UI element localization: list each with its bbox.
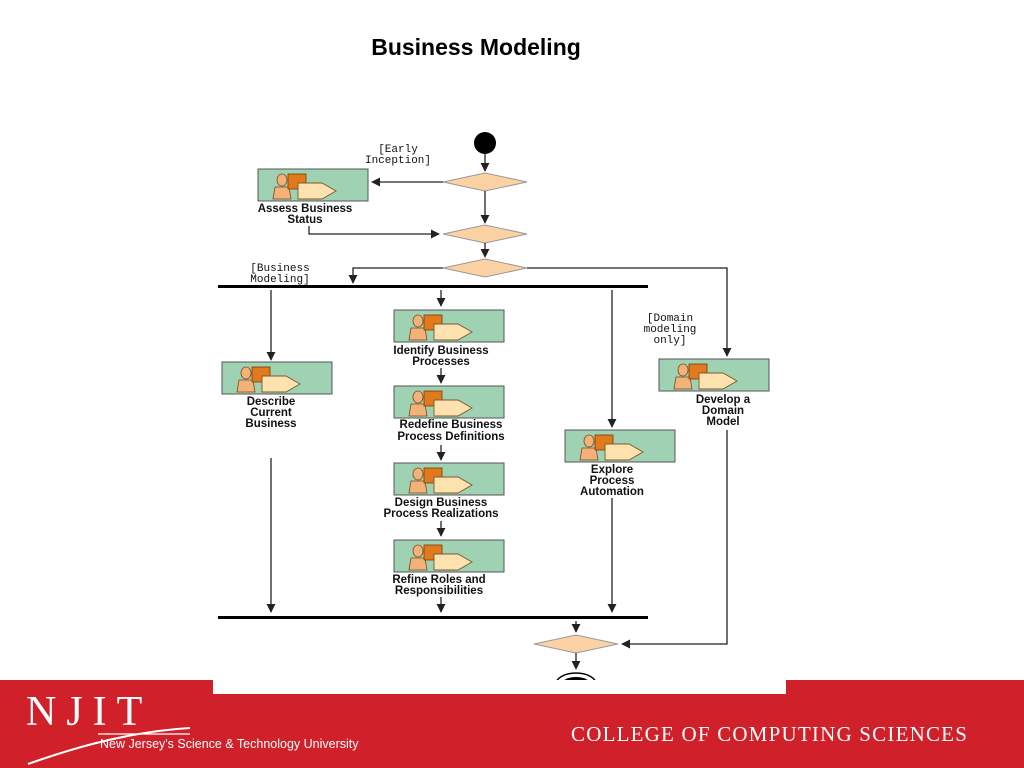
explore-activity-icon bbox=[564, 429, 676, 463]
slide-title: Business Modeling bbox=[371, 34, 581, 60]
college-name: COLLEGE OF COMPUTING SCIENCES bbox=[571, 722, 969, 746]
activity-design-line2: Process Realizations bbox=[383, 508, 498, 520]
develop-activity-icon bbox=[658, 358, 770, 392]
merge-diamond bbox=[442, 224, 528, 244]
footer-notch bbox=[213, 680, 786, 694]
activity-assess-line1: Assess Business bbox=[258, 203, 353, 215]
njit-logo: NJIT bbox=[26, 689, 153, 735]
assess-activity-icon bbox=[257, 168, 369, 202]
activity-explore-line2: Process bbox=[590, 475, 635, 487]
activity-redefine-line1: Redefine Business bbox=[400, 419, 503, 431]
decision-diamond-early bbox=[442, 172, 528, 192]
activity-develop-line1: Develop a bbox=[696, 394, 751, 406]
guard-business-line1: [Business bbox=[250, 263, 309, 275]
guard-early-line2: Inception] bbox=[365, 155, 431, 167]
activity-refine-line2: Responsibilities bbox=[395, 585, 483, 597]
activity-describe-line1: Describe bbox=[247, 396, 296, 408]
njit-tagline: New Jersey's Science & Technology Univer… bbox=[100, 737, 359, 751]
activity-explore-line1: Explore bbox=[591, 464, 633, 476]
guard-domain-line2: modeling bbox=[644, 324, 697, 336]
activity-describe-line2: Current bbox=[250, 407, 292, 419]
activity-identify-line1: Identify Business bbox=[393, 345, 488, 357]
footer-bar bbox=[0, 680, 1024, 768]
start-node bbox=[474, 132, 496, 154]
join-bar bbox=[218, 616, 648, 619]
activity-explore-line3: Automation bbox=[580, 486, 644, 498]
merge-diamond-bottom bbox=[533, 634, 619, 654]
njit-logo-swoosh bbox=[27, 727, 191, 765]
refine-activity-icon bbox=[393, 539, 505, 573]
activity-describe-line3: Business bbox=[245, 418, 296, 430]
flow-connectors bbox=[266, 154, 732, 670]
guard-business-line2: Modeling] bbox=[250, 274, 309, 286]
describe-activity-icon bbox=[221, 361, 333, 395]
activity-design-line1: Design Business bbox=[395, 497, 488, 509]
identify-activity-icon bbox=[393, 309, 505, 343]
activity-redefine-line2: Process Definitions bbox=[397, 431, 504, 443]
guard-domain-line1: [Domain bbox=[647, 313, 693, 325]
design-activity-icon bbox=[393, 462, 505, 496]
guard-early-line1: [Early bbox=[378, 144, 418, 156]
activity-diagram: [Early Inception] [Business Modeling] [D… bbox=[218, 132, 770, 696]
activity-develop-line3: Model bbox=[706, 416, 739, 428]
guard-domain-line3: only] bbox=[653, 335, 686, 347]
activity-assess-line2: Status bbox=[287, 214, 322, 226]
activity-refine-line1: Refine Roles and bbox=[392, 574, 485, 586]
activity-develop-line2: Domain bbox=[702, 405, 744, 417]
activity-identify-line2: Processes bbox=[412, 356, 470, 368]
decision-diamond-business bbox=[442, 258, 528, 278]
fork-bar bbox=[218, 285, 648, 288]
redefine-activity-icon bbox=[393, 385, 505, 419]
